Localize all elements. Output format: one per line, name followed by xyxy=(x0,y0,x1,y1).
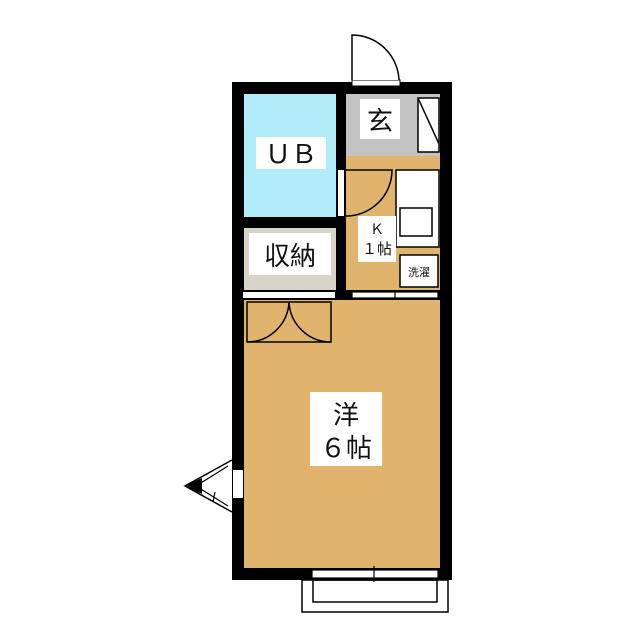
bay-window[interactable] xyxy=(183,459,243,513)
bath-door[interactable] xyxy=(338,169,393,217)
kitchen-size: １帖 xyxy=(362,240,392,258)
laundry-space: 洗濯 xyxy=(399,254,439,288)
balcony xyxy=(301,579,449,613)
shoe-cabinet xyxy=(417,97,440,153)
storage-label: 収納 xyxy=(264,242,316,272)
kitchen-type: Ｋ xyxy=(370,222,384,238)
bath-label: ＵＢ xyxy=(265,140,317,170)
western-type: 洋 xyxy=(333,401,359,431)
closet-doors[interactable] xyxy=(246,301,332,343)
laundry-label: 洗濯 xyxy=(408,266,430,279)
entrance-label: 玄 xyxy=(367,107,393,137)
kitchen-counter xyxy=(395,169,440,248)
entrance-door[interactable] xyxy=(351,34,401,87)
storage-opening xyxy=(243,292,335,298)
western-size: ６帖 xyxy=(320,434,372,464)
sliding-door[interactable] xyxy=(351,290,439,300)
